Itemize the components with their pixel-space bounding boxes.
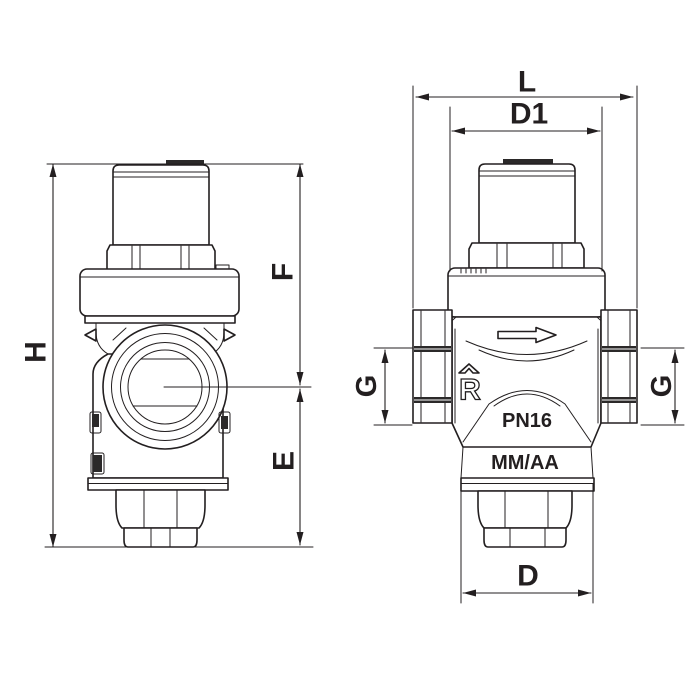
side-right-notch (223, 328, 236, 342)
side-clips (89, 411, 231, 475)
dim-label-g-left: G (351, 375, 383, 398)
side-view-drawing (79, 160, 240, 548)
front-cap-top-tab (503, 159, 553, 165)
front-saddle-arcs (465, 340, 588, 362)
front-view-dimensions: L D1 G G D (351, 66, 685, 604)
side-adjustment-ring (106, 244, 216, 271)
front-left-port (412, 309, 453, 424)
side-bonnet (79, 268, 240, 317)
side-cap (112, 164, 210, 246)
dim-label-d1: D1 (510, 98, 548, 131)
side-cap-top-tab (166, 160, 204, 166)
brand-r-logo: R (459, 374, 481, 407)
side-view-dimensions: H F E (20, 163, 314, 548)
dim-label-e: E (268, 451, 301, 471)
flow-direction-arrow-icon (497, 326, 557, 344)
side-bonnet-tab (215, 264, 230, 270)
dim-label-g-right: G (646, 375, 678, 398)
brand-crown-icon (458, 363, 480, 374)
dim-label-f: F (267, 263, 300, 281)
front-lower-flange (460, 477, 595, 492)
dim-label-h: H (20, 341, 53, 363)
marking-mmaa: MM/AA (491, 452, 559, 474)
side-left-notch (84, 328, 97, 342)
front-cap (478, 163, 576, 244)
dim-label-d: D (517, 560, 539, 593)
front-bottom-port (483, 527, 567, 548)
dim-label-l: L (518, 66, 536, 99)
side-bottom-port (123, 527, 198, 548)
side-bonnet-flange (84, 315, 236, 324)
front-view-drawing: R PN16 MM/AA (412, 159, 638, 548)
front-adjustment-ring (468, 242, 585, 269)
front-rating-plate (460, 390, 594, 479)
side-hex-nut (115, 489, 206, 529)
marking-pn16: PN16 (502, 410, 552, 432)
front-hex-nut (477, 490, 573, 529)
front-bonnet-knurl-ticks (460, 268, 487, 274)
front-right-port (600, 309, 638, 424)
front-bonnet (447, 267, 606, 318)
